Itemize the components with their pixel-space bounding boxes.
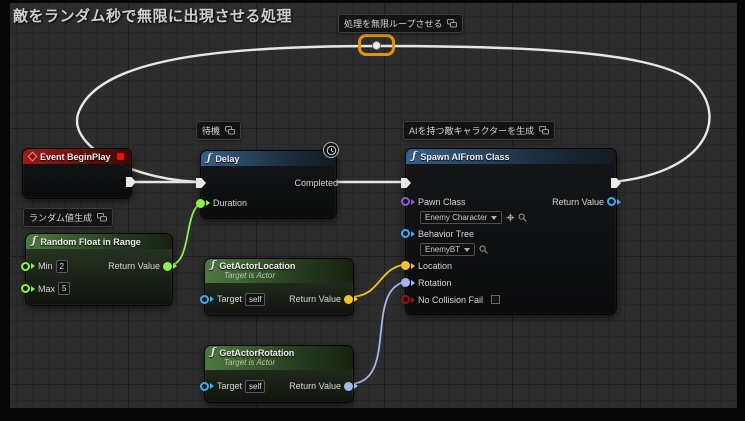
node-delay[interactable]: ƒ Delay Completed Duration [196,142,339,219]
comment-bubble-wait-text: 待機 [202,126,221,136]
pin-label-return-value: Return Value [552,196,604,207]
node-title: GetActorRotation [219,348,295,358]
behavior-tree-dropdown[interactable]: EnemyBT [420,243,476,256]
pin-label-return-value: Return Value [289,294,341,304]
comment-bubble-random-text: ランダム値生成 [29,213,93,223]
function-icon: ƒ [207,152,212,164]
node-title: Event BeginPlay [40,151,111,162]
window-frame-right [737,0,745,421]
target-pin[interactable] [200,381,214,391]
behavior-tree-selected-value: EnemyBT [425,245,461,254]
comment-pin-icon[interactable] [447,19,458,28]
event-icon [27,151,38,162]
pin-label-duration: Duration [213,198,248,208]
pin-label-rotation: Rotation [418,277,452,288]
target-pin[interactable] [200,294,214,304]
max-pin[interactable] [21,284,35,293]
pin-label-return-value: Return Value [289,381,341,391]
window-frame-left [0,0,10,421]
node-header[interactable]: ƒ Spawn AIFrom Class [406,149,616,164]
return-value-pin[interactable] [344,381,358,391]
comment-bubble-random[interactable]: ランダム値生成 [23,208,114,227]
reroute-node[interactable] [372,41,381,50]
max-value-field[interactable]: 5 [58,282,71,295]
node-subtitle: Target is Actor [224,271,275,280]
node-header[interactable]: ƒ Delay [201,151,336,166]
pin-label-target: Target [217,294,243,304]
return-value-pin[interactable] [344,294,358,304]
pin-label-return-value: Return Value [108,261,160,271]
exec-out-pin[interactable] [611,178,621,188]
comment-pin-icon[interactable] [539,126,550,135]
pawn-class-selected-value: Enemy Character [425,213,488,222]
exec-in-pin[interactable] [401,178,411,188]
node-header[interactable]: ƒ GetActorRotation Target is Actor [205,346,353,370]
comment-bubble-spawn[interactable]: AIを持つ敵キャラクターを生成 [403,121,556,140]
function-icon: ƒ [32,235,37,247]
node-title: Delay [215,153,240,164]
comment-pin-icon[interactable] [97,213,108,222]
target-self-field[interactable]: self [245,292,266,306]
node-title: GetActorLocation [219,261,296,271]
node-getactorlocation[interactable]: ƒ GetActorLocation Target is Actor Targe… [200,258,358,316]
latent-clock-icon [323,142,339,158]
node-title: Spawn AIFrom Class [420,151,510,162]
min-value-field[interactable]: 2 [55,259,68,273]
window-frame-top [0,0,745,3]
pin-label-location: Location [418,260,453,271]
target-self-field[interactable]: self [245,379,266,393]
exec-in-pin[interactable] [196,178,206,188]
node-header[interactable]: ƒ GetActorLocation Target is Actor [205,259,353,283]
pin-label-completed: Completed [294,178,338,188]
pin-label-no-collision-fail: No Collision Fail [418,294,484,305]
node-title: Random Float in Range [40,236,141,247]
window-frame-bottom [0,408,745,421]
function-icon: ƒ [211,347,216,358]
event-red-badge [116,152,125,161]
min-pin[interactable] [21,261,35,271]
duration-pin[interactable] [196,198,210,208]
pin-label-min: Min [38,261,53,271]
comment-bubble-loop-text: 処理を無限ループさせる [344,19,443,29]
exec-out-pin[interactable] [126,177,136,187]
comment-bubble-spawn-text: AIを持つ敵キャラクターを生成 [409,126,535,136]
pin-label-max: Max [38,283,56,294]
rotation-pin[interactable] [401,278,415,287]
use-selected-icon[interactable] [506,213,515,222]
pin-label-behavior-tree: Behavior Tree [418,228,475,239]
function-icon: ƒ [412,150,417,162]
location-pin[interactable] [401,261,415,270]
node-event-beginplay[interactable]: Event BeginPlay [22,148,136,199]
comment-bubble-wait[interactable]: 待機 [196,121,242,140]
node-subtitle: Target is Actor [224,358,275,367]
node-spawn-aifrom-class[interactable]: ƒ Spawn AIFrom Class Pawn Class Return V… [401,148,621,315]
graph-comment-title: 敵をランダム秒で無限に出現させる処理 [13,8,293,25]
comment-pin-icon[interactable] [225,126,236,135]
node-header[interactable]: Event BeginPlay [23,149,131,164]
comment-bubble-loop[interactable]: 処理を無限ループさせる [338,14,464,33]
pin-label-target: Target [217,381,243,391]
return-value-pin[interactable] [163,261,177,271]
node-getactorrotation[interactable]: ƒ GetActorRotation Target is Actor Targe… [200,345,358,403]
behavior-tree-pin[interactable] [401,229,415,238]
no-collision-fail-checkbox[interactable] [491,295,501,304]
pawn-class-dropdown[interactable]: Enemy Character [420,211,503,224]
no-collision-fail-pin[interactable] [401,295,415,304]
browse-magnifier-icon[interactable] [479,245,488,254]
pawn-class-pin[interactable] [401,197,415,206]
node-header[interactable]: ƒ Random Float in Range [26,234,172,249]
function-icon: ƒ [211,260,216,271]
node-random-float-in-range[interactable]: ƒ Random Float in Range Min 2 Return Val… [21,233,177,306]
browse-magnifier-icon[interactable] [518,213,528,222]
return-value-pin[interactable] [607,197,621,206]
pin-label-pawn-class: Pawn Class [418,196,466,207]
